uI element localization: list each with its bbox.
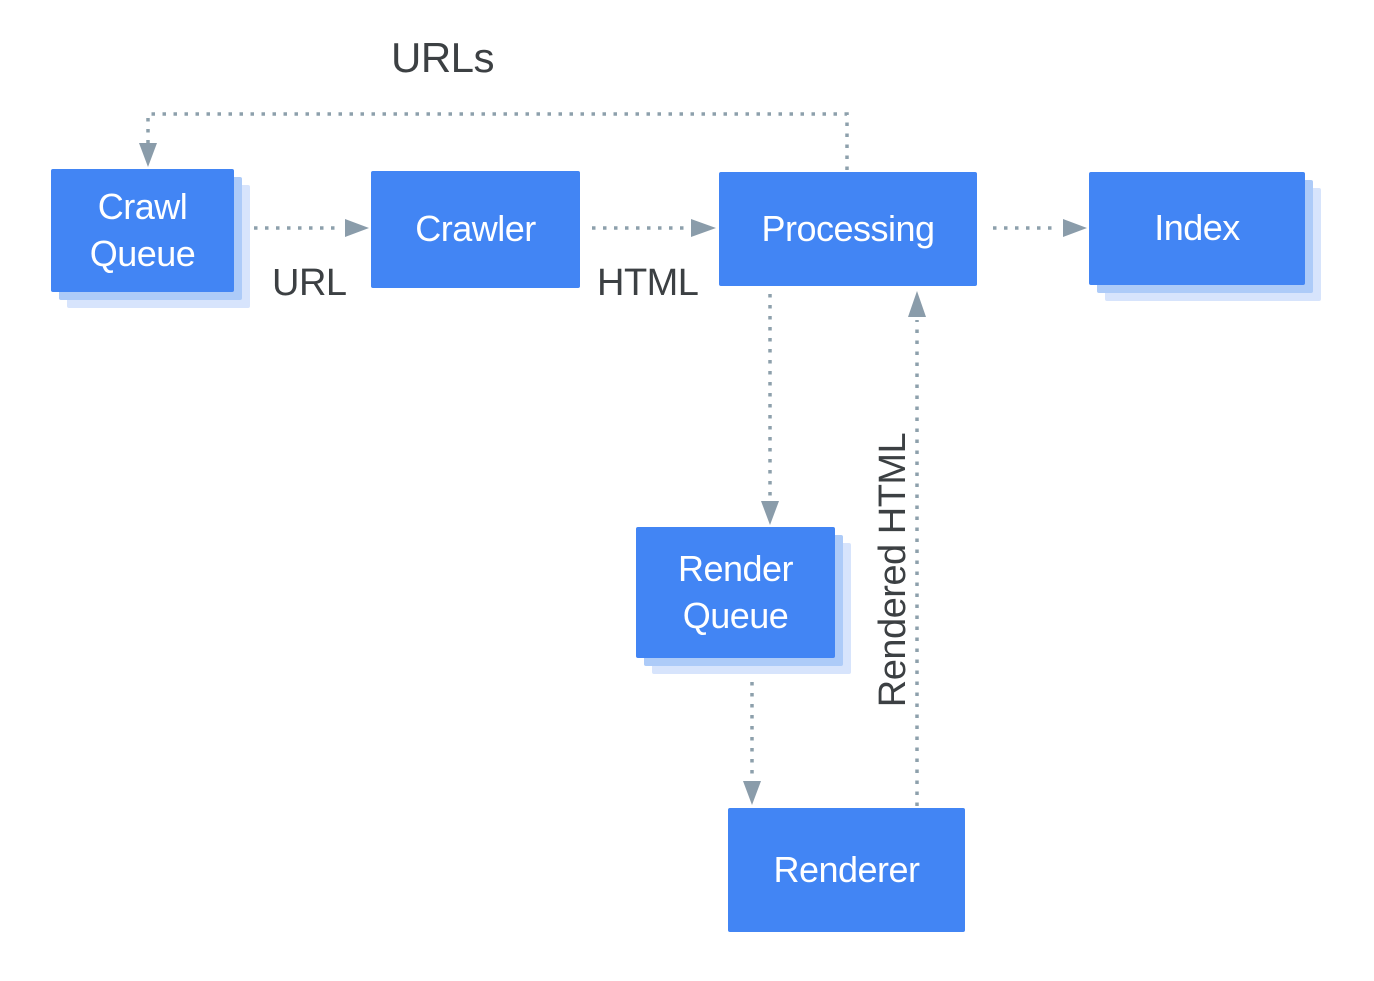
arrowhead-down-crawl-queue <box>139 143 157 167</box>
node-label: Processing <box>761 207 935 249</box>
edge-label-rendered-html: Rendered HTML <box>872 432 914 708</box>
node-crawler: Crawler <box>371 171 580 288</box>
arrowhead-down-renderer <box>743 781 761 805</box>
arrowhead-down-render-queue <box>761 501 779 525</box>
arrowhead-right-processing <box>691 219 716 237</box>
node-label: Renderer <box>773 848 920 890</box>
node-label: Crawl Queue <box>89 185 196 274</box>
node-render-queue: Render Queue <box>636 527 835 658</box>
arrowhead-up-processing <box>908 291 926 317</box>
node-renderer: Renderer <box>728 808 965 932</box>
node-label: Render Queue <box>677 547 794 636</box>
arrowhead-right-crawler <box>345 219 369 237</box>
edge-label-html: HTML <box>597 262 699 304</box>
edge-label-url: URL <box>272 262 347 304</box>
node-index: Index <box>1089 172 1305 285</box>
edge-label-urls: URLs <box>391 34 495 81</box>
node-crawl-queue: Crawl Queue <box>51 169 234 292</box>
node-label: Index <box>1154 207 1240 249</box>
node-label: Crawler <box>415 208 536 250</box>
arrowhead-right-index <box>1063 219 1087 237</box>
node-processing: Processing <box>719 172 977 286</box>
edge-processing-to-crawl-queue <box>146 112 849 170</box>
